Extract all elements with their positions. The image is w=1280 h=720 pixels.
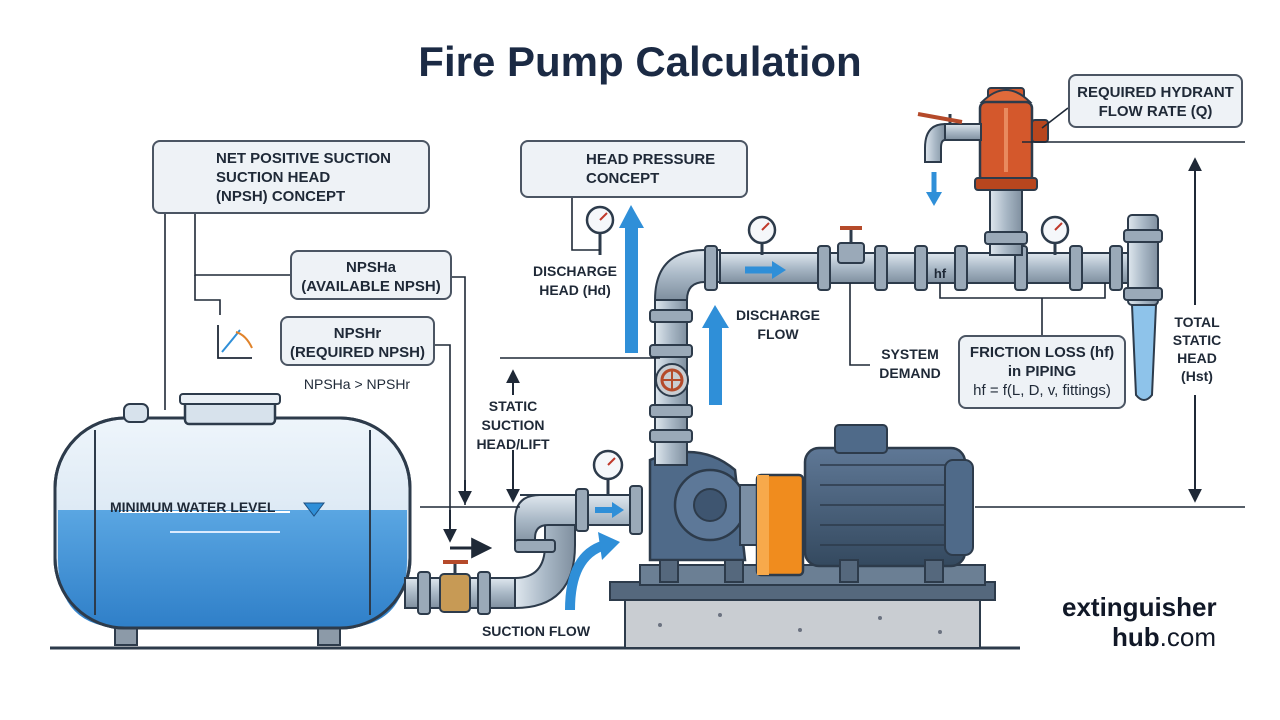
head-pressure-line2: CONCEPT <box>586 170 660 187</box>
tsh-line3: HEAD <box>1177 350 1217 366</box>
tsh-line1: TOTAL <box>1174 314 1220 330</box>
discharge-flow-label: DISCHARGE FLOW <box>728 306 828 344</box>
tsh-line2: STATIC <box>1172 332 1222 348</box>
suction-flow-label: SUCTION FLOW <box>481 623 591 639</box>
discharge-head-label: DISCHARGE HEAD (Hd) <box>520 262 630 300</box>
total-static-head-label: TOTAL STATIC HEAD (Hst) <box>1165 313 1229 385</box>
discharge-flow-arrow <box>702 305 729 405</box>
brand-logo: extinguisher hub.com <box>1062 592 1217 652</box>
npshr-line1: NPSHr <box>333 325 382 342</box>
tsh-line4: (Hst) <box>1181 368 1213 384</box>
head-pressure-line1: HEAD PRESSURE <box>586 151 716 168</box>
gate-valve-icon <box>655 363 689 397</box>
chart-curve-icon <box>217 325 253 359</box>
npsha-line2: (AVAILABLE NPSH) <box>301 278 441 295</box>
minimum-water-level-label: MINIMUM WATER LEVEL <box>110 499 276 515</box>
discharge-head-line1: DISCHARGE <box>532 263 617 279</box>
npsh-concept-line1: NET POSITIVE SUCTION <box>216 150 392 167</box>
discharge-head-arrow <box>619 205 644 353</box>
brand-name: extinguisher <box>1062 592 1217 622</box>
system-demand-line1: SYSTEM <box>881 346 939 362</box>
valve-icon <box>439 560 471 613</box>
npshr-box: NPSHr (REQUIRED NPSH) <box>280 316 435 366</box>
friction-loss-formula: hf = f(L, D, v, fittings) <box>973 382 1111 399</box>
pump-assembly <box>609 424 996 649</box>
system-demand-line2: DEMAND <box>879 365 941 381</box>
pressure-gauge-icon <box>592 449 624 495</box>
discharge-pipe <box>649 184 1163 466</box>
suction-flow-arrow <box>565 540 607 611</box>
static-suction-label: STATIC SUCTION HEAD/LIFT <box>468 397 558 454</box>
hydrant-flow-box: REQUIRED HYDRANT FLOW RATE (Q) <box>1068 74 1243 128</box>
discharge-flow-line1: DISCHARGE <box>735 307 820 323</box>
npsh-relation: NPSHa > NPSHr <box>303 376 411 392</box>
npsh-concept-line2: SUCTION HEAD <box>216 169 331 186</box>
npsha-line1: NPSHa <box>345 259 397 276</box>
friction-loss-line2: in PIPING <box>1007 363 1077 380</box>
page-title: Fire Pump Calculation <box>418 38 862 85</box>
fire-hydrant <box>917 87 1049 206</box>
suction-pipe <box>404 485 643 615</box>
leader-lines <box>164 107 1245 538</box>
npshr-line2: (REQUIRED NPSH) <box>289 344 425 361</box>
pressure-gauge-icon <box>1040 215 1070 255</box>
friction-loss-box: FRICTION LOSS (hf) in PIPING hf = f(L, D… <box>958 335 1126 409</box>
static-suction-line2: SUCTION <box>481 417 545 433</box>
npsh-concept-line3: (NPSH) CONCEPT <box>216 188 346 205</box>
npsha-box: NPSHa (AVAILABLE NPSH) <box>290 250 452 300</box>
pressure-gauge-icon <box>747 215 777 255</box>
system-demand-label: SYSTEM DEMAND <box>870 345 950 383</box>
npsh-concept-box: NET POSITIVE SUCTION SUCTION HEAD (NPSH)… <box>152 140 430 214</box>
discharge-flow-line2: FLOW <box>757 326 799 342</box>
static-suction-line1: STATIC <box>488 398 538 414</box>
friction-loss-line1: FRICTION LOSS (hf) <box>969 344 1115 361</box>
water-level-triangle-icon <box>302 502 326 517</box>
water-tank <box>53 393 412 646</box>
hydrant-flow-line1: REQUIRED HYDRANT <box>1077 84 1234 101</box>
hf-tag: hf <box>933 266 947 281</box>
discharge-head-line2: HEAD (Hd) <box>539 282 611 298</box>
static-suction-line3: HEAD/LIFT <box>476 436 550 452</box>
hydrant-flow-line2: FLOW RATE (Q) <box>1098 103 1213 120</box>
brand-suffix: .com <box>1159 622 1216 652</box>
head-pressure-box: HEAD PRESSURE CONCEPT <box>520 140 748 198</box>
pressure-gauge-icon <box>585 205 615 255</box>
brand-name-2: hub <box>1112 622 1160 652</box>
